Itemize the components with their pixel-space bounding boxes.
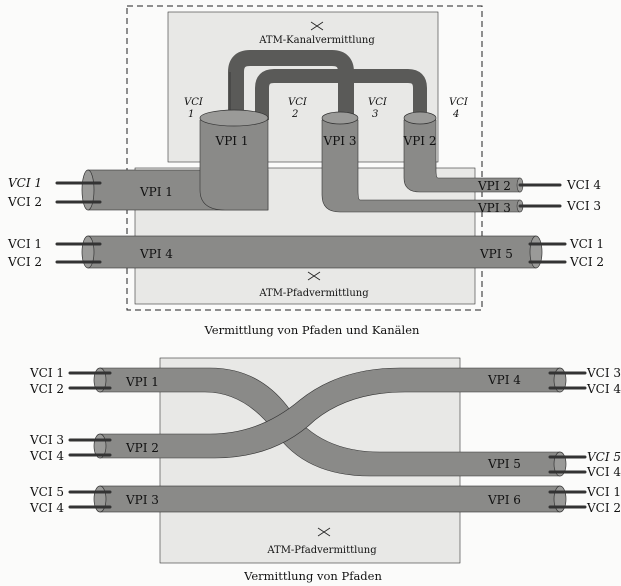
channel-arch-outer xyxy=(228,50,354,130)
top-tube-vpi2-label: VPI 2 xyxy=(477,179,511,193)
cylinder-vpi3-top xyxy=(321,111,359,125)
cross-mark-kanal xyxy=(310,21,324,31)
top-left-vci-1: VCI 1 xyxy=(8,176,42,190)
top-right-vci-3: VCI 1 xyxy=(569,237,604,251)
bottom-tube-vpi1-label: VPI 1 xyxy=(125,375,159,389)
top-left-vci-3: VCI 1 xyxy=(7,237,42,251)
bottom-right-vci-5: VCI 1 xyxy=(586,485,621,499)
bottom-right-vci-6: VCI 2 xyxy=(586,501,621,515)
kanal-switch-label: ATM-Kanalvermittlung xyxy=(258,35,375,46)
vci-top-1-label: VCI xyxy=(184,97,204,108)
bottom-left-vci-3: VCI 3 xyxy=(29,433,64,447)
pfad-switch-label: ATM-Pfadvermittlung xyxy=(258,288,369,299)
top-right-wires xyxy=(518,183,567,264)
top-left-wires xyxy=(55,181,102,264)
top-caption: Vermittlung von Pfaden und Kanälen xyxy=(204,323,420,337)
bottom-tube-vpi4-label: VPI 4 xyxy=(487,373,521,387)
top-tube-vpi1-label: VPI 1 xyxy=(139,185,173,199)
bottom-diagram: ATM-Pfadvermittlung xyxy=(29,357,621,583)
bottom-left-vci-5: VCI 5 xyxy=(29,485,64,499)
bottom-left-vci-2: VCI 2 xyxy=(29,382,64,396)
top-right-vci-1: VCI 4 xyxy=(566,178,601,192)
top-right-vci-2: VCI 3 xyxy=(566,199,601,213)
vci-top-4-label: VCI xyxy=(449,97,469,108)
top-tube-vpi5-label: VPI 5 xyxy=(479,247,513,261)
bottom-right-vci-1: VCI 3 xyxy=(586,366,621,380)
top-left-vci-4: VCI 2 xyxy=(7,255,42,269)
top-tube-vpi4-label: VPI 4 xyxy=(139,247,173,261)
bottom-left-wires xyxy=(68,371,112,509)
bottom-caption: Vermittlung von Pfaden xyxy=(243,569,382,583)
bottom-tube-vpi6-label: VPI 6 xyxy=(487,493,521,507)
bottom-tube-vpi2-label: VPI 2 xyxy=(125,441,159,455)
top-vci-labels: VCI 1 VCI 2 VCI 3 VCI 4 xyxy=(184,97,469,120)
bottom-right-vci-3: VCI 5 xyxy=(587,450,621,464)
bottom-tube-vpi3-vpi6 xyxy=(99,485,561,513)
channel-arch-inner xyxy=(255,69,427,120)
cylinder-vpi1-top xyxy=(199,109,269,127)
cylinder-vpi2-label: VPI 2 xyxy=(403,134,437,148)
bottom-left-vci-1: VCI 1 xyxy=(29,366,64,380)
bottom-switch-label: ATM-Pfadvermittlung xyxy=(266,545,377,556)
top-tube-vpi4-vpi5 xyxy=(87,235,537,269)
bottom-right-vci-2: VCI 4 xyxy=(586,382,621,396)
cross-mark-pfad xyxy=(307,271,321,281)
vci-top-3-number: 3 xyxy=(372,109,378,120)
cylinder-vpi2-top xyxy=(403,111,437,125)
cross-mark-bottom xyxy=(317,527,331,537)
bottom-right-vci-4: VCI 4 xyxy=(586,465,621,479)
top-tube-vpi3-label: VPI 3 xyxy=(477,201,511,215)
cylinder-vpi1-body xyxy=(199,119,269,211)
bottom-left-vci-6: VCI 4 xyxy=(29,501,64,515)
vci-top-4-number: 4 xyxy=(452,109,459,120)
vci-top-1-number: 1 xyxy=(188,109,194,120)
top-left-vci-2: VCI 2 xyxy=(7,195,42,209)
vci-top-3-label: VCI xyxy=(368,97,388,108)
top-tube-vpi1-end xyxy=(81,169,95,211)
bottom-right-wires xyxy=(548,371,587,509)
vci-top-2-number: 2 xyxy=(291,109,298,120)
bottom-left-vci-4: VCI 4 xyxy=(29,449,64,463)
cylinder-vpi1-label: VPI 1 xyxy=(215,134,249,148)
vci-top-2-label: VCI xyxy=(288,97,308,108)
dashed-boundary xyxy=(126,5,483,311)
bottom-tube-vpi3-label: VPI 3 xyxy=(125,493,159,507)
cylinder-vpi3-label: VPI 3 xyxy=(323,134,357,148)
top-right-vci-4: VCI 2 xyxy=(569,255,604,269)
bottom-tube-vpi5-label: VPI 5 xyxy=(487,457,521,471)
top-diagram: ATM-Kanalvermittlung ATM-Pfadvermittlung xyxy=(7,5,604,337)
